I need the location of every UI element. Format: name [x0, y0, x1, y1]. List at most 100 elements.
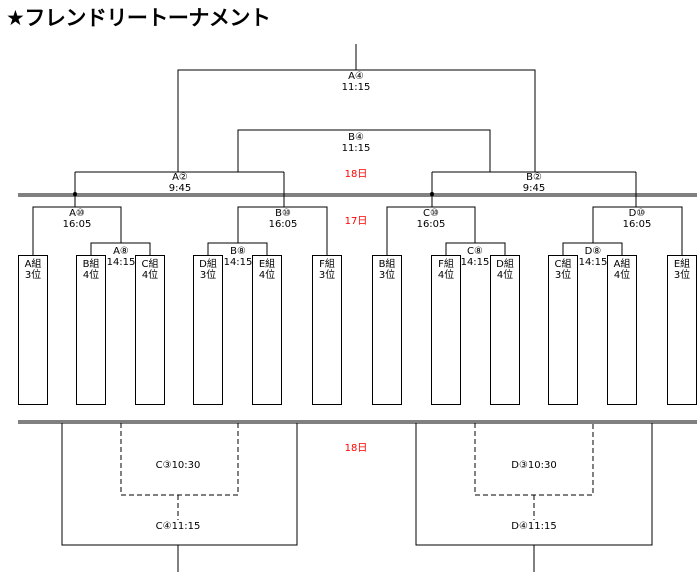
page-title: ★フレンドリートーナメント [6, 6, 271, 30]
day-label: 18日 [344, 443, 368, 454]
match-game: C⑩ [423, 208, 439, 219]
quarter-d-line [592, 206, 683, 255]
team-rank: 3位 [378, 270, 396, 281]
match-game: A⑧ [113, 246, 129, 257]
match-game: D⑧ [584, 246, 602, 257]
lower-left-outer [61, 423, 298, 546]
third-place-time: 11:15 [341, 143, 371, 154]
lower-right-outer-label: D④11:15 [511, 521, 557, 532]
quarter-label: C⑩ 16:05 [417, 208, 446, 230]
match-game: A② [172, 172, 188, 183]
match-game: D⑩ [628, 208, 646, 219]
match-time: 11:15 [171, 521, 201, 532]
prelim-b-line [207, 242, 268, 255]
match-game: C③ [155, 460, 172, 471]
junction-dot [73, 192, 77, 196]
match-time: 9:45 [168, 183, 192, 194]
match-time: 16:05 [62, 219, 92, 230]
prelim-c-line [445, 242, 506, 255]
team-rank: 3位 [318, 270, 336, 281]
team-group: B組 [82, 259, 100, 270]
team-rank: 4位 [141, 270, 159, 281]
quarter-c-line [386, 206, 476, 255]
match-time: 16:05 [416, 219, 446, 230]
quarter-label: A⑩ 16:05 [63, 208, 92, 230]
team-group: D組 [496, 259, 514, 270]
match-time: 10:30 [171, 460, 201, 471]
quarter-b-line [237, 206, 328, 255]
match-game: D④ [511, 521, 528, 532]
match-game: C④ [155, 521, 172, 532]
third-place-line [237, 129, 491, 172]
team-rank: 4位 [437, 270, 455, 281]
quarter-label: D⑩ 16:05 [623, 208, 652, 230]
quarter-a-line [32, 206, 122, 255]
team-rank: 3位 [554, 270, 572, 281]
lower-left-inner [120, 423, 239, 496]
team-group: E組 [258, 259, 276, 270]
semi-label: A② 9:45 [169, 172, 191, 194]
match-time: 10:30 [527, 460, 557, 471]
prelim-label: C⑧ 14:15 [461, 246, 490, 268]
match-game: D③ [511, 460, 528, 471]
team-group: A組 [24, 259, 42, 270]
match-game: C⑧ [467, 246, 483, 257]
team-rank: 4位 [613, 270, 631, 281]
team-group: A組 [613, 259, 631, 270]
team-group: F組 [319, 259, 335, 270]
match-time: 14:15 [578, 257, 608, 268]
team-group: F組 [438, 259, 454, 270]
match-time: 9:45 [522, 183, 546, 194]
prelim-label: D⑧ 14:15 [579, 246, 608, 268]
team-rank: 4位 [258, 270, 276, 281]
final-time: 11:15 [341, 82, 371, 93]
prelim-d-line [562, 242, 623, 255]
third-place-game: B④ [348, 132, 364, 143]
lower-right-inner-label: D③10:30 [511, 460, 557, 471]
team-rank: 3位 [199, 270, 217, 281]
match-time: 14:15 [223, 257, 253, 268]
team-group: C組 [554, 259, 572, 270]
prelim-label: B⑧ 14:15 [224, 246, 253, 268]
lower-left-inner-label: C③10:30 [156, 460, 201, 471]
match-time: 16:05 [268, 219, 298, 230]
final-line [177, 69, 536, 172]
match-time: 16:05 [622, 219, 652, 230]
team-rank: 3位 [24, 270, 42, 281]
final-label: A④ 11:15 [342, 71, 371, 93]
third-place-label: B④ 11:15 [342, 132, 371, 154]
semi-label: B② 9:45 [523, 172, 545, 194]
team-rank: 4位 [82, 270, 100, 281]
match-time: 11:15 [527, 521, 557, 532]
team-group: D組 [199, 259, 217, 270]
team-rank: 3位 [673, 270, 691, 281]
quarter-label: B⑩ 16:05 [269, 208, 298, 230]
lower-left-outer-label: C④11:15 [156, 521, 201, 532]
day-label: 17日 [344, 216, 368, 227]
day-label: 18日 [344, 169, 368, 180]
match-game: B⑧ [230, 246, 246, 257]
prelim-a-line [90, 242, 151, 255]
match-game: A⑩ [69, 208, 85, 219]
team-group: B組 [378, 259, 396, 270]
match-game: B② [526, 172, 542, 183]
match-game: B⑩ [275, 208, 291, 219]
match-time: 14:15 [106, 257, 136, 268]
team-group: E組 [673, 259, 691, 270]
prelim-label: A⑧ 14:15 [107, 246, 136, 268]
match-time: 14:15 [460, 257, 490, 268]
team-group: C組 [141, 259, 159, 270]
